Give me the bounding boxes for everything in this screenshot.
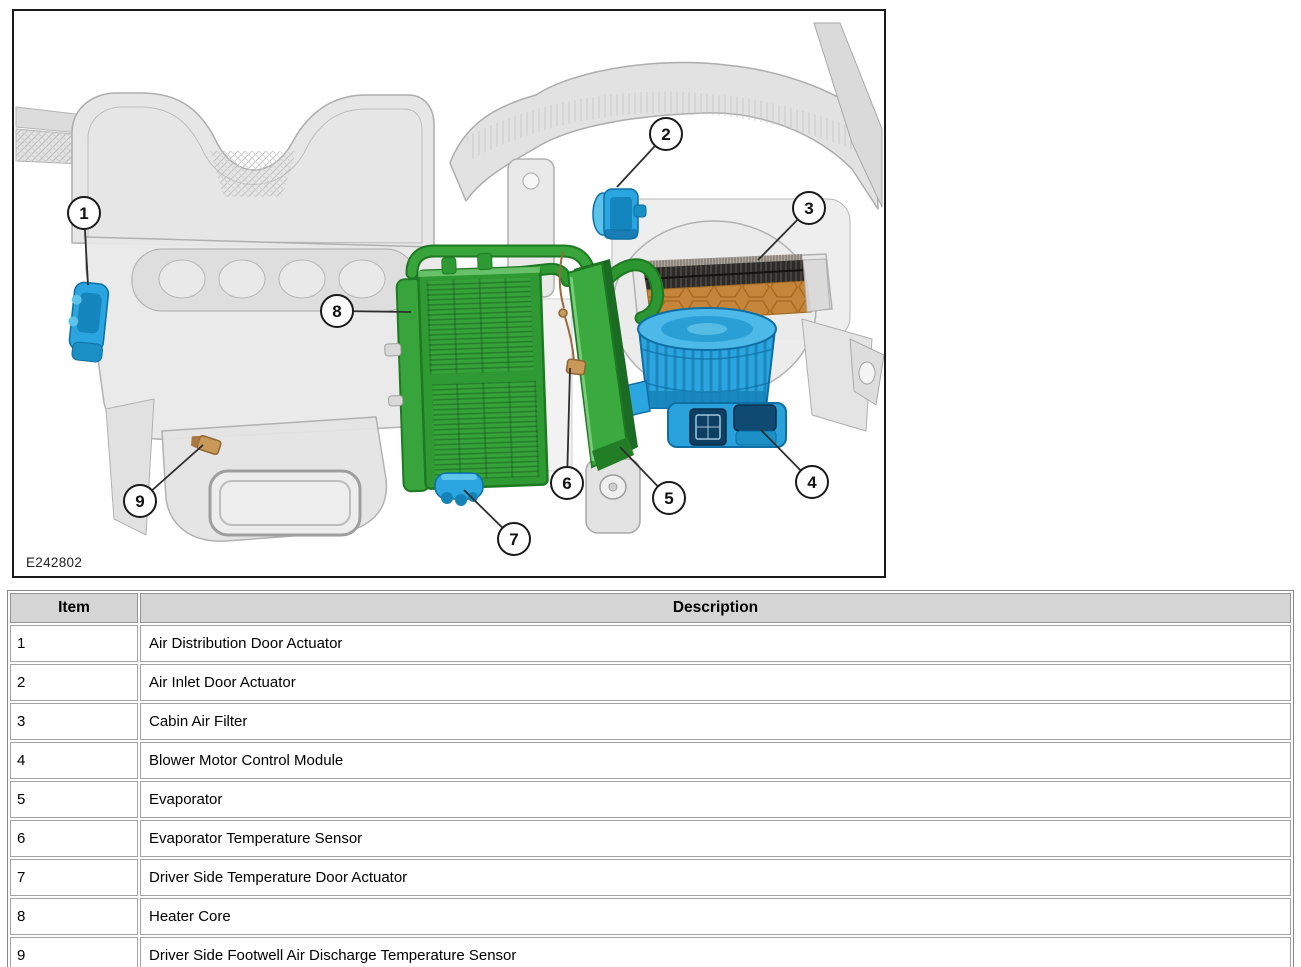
item-cell: 4 [10, 742, 138, 779]
item-cell: 9 [10, 937, 138, 967]
callout-circle-7 [497, 522, 531, 556]
heater-core-pipes [405, 244, 665, 325]
callout-number-3: 3 [804, 199, 813, 218]
callout-circle-2 [649, 117, 683, 151]
description-cell: Air Distribution Door Actuator [140, 625, 1291, 662]
heater-core [384, 252, 549, 493]
description-cell: Driver Side Temperature Door Actuator [140, 859, 1291, 896]
item-cell: 5 [10, 781, 138, 818]
blower-motor-assembly [611, 307, 787, 448]
item-cell: 1 [10, 625, 138, 662]
callout-number-8: 8 [332, 302, 341, 321]
figure-label: E242802 [26, 555, 83, 570]
callout-number-5: 5 [664, 489, 673, 508]
callout-number-9: 9 [135, 492, 144, 511]
callout-circle-5 [652, 481, 686, 515]
callout-number-1: 1 [79, 204, 88, 223]
description-cell: Evaporator [140, 781, 1291, 818]
description-cell: Air Inlet Door Actuator [140, 664, 1291, 701]
description-cell: Cabin Air Filter [140, 703, 1291, 740]
callouts-layer: 1 2 3 4 5 6 7 8 9 [67, 117, 829, 556]
air-inlet-door-actuator [592, 188, 647, 240]
callout-circle-8 [320, 294, 354, 328]
footwell-air-discharge-temperature-sensor [190, 434, 222, 456]
column-header-item: Item [10, 593, 138, 623]
callout-circle-1 [67, 196, 101, 230]
item-cell: 6 [10, 820, 138, 857]
callout-number-4: 4 [807, 473, 817, 492]
column-header-description: Description [140, 593, 1291, 623]
item-cell: 8 [10, 898, 138, 935]
driver-side-temperature-door-actuator [434, 472, 484, 506]
description-cell: Driver Side Footwell Air Discharge Tempe… [140, 937, 1291, 967]
callout-circle-3 [792, 191, 826, 225]
callout-number-7: 7 [509, 530, 518, 549]
hvac-diagram-svg: 1 2 3 4 5 6 7 8 9 [15, 22, 884, 556]
callout-circle-4 [795, 465, 829, 499]
callout-number-2: 2 [661, 125, 670, 144]
callout-number-6: 6 [562, 474, 571, 493]
item-cell: 7 [10, 859, 138, 896]
evaporator-temperature-sensor [558, 251, 587, 376]
evaporator [566, 259, 638, 471]
description-cell: Blower Motor Control Module [140, 742, 1291, 779]
description-cell: Heater Core [140, 898, 1291, 935]
hvac-diagram-figure: 1 2 3 4 5 6 7 8 9 E242802 [12, 9, 886, 578]
item-cell: 3 [10, 703, 138, 740]
callout-circle-9 [123, 484, 157, 518]
air-distribution-door-actuator [68, 281, 110, 363]
callout-circle-6 [550, 466, 584, 500]
item-cell: 2 [10, 664, 138, 701]
cabin-air-filter [631, 253, 833, 324]
description-cell: Evaporator Temperature Sensor [140, 820, 1291, 857]
blower-motor-control-module [667, 402, 787, 448]
callout-leader-6 [566, 367, 571, 484]
